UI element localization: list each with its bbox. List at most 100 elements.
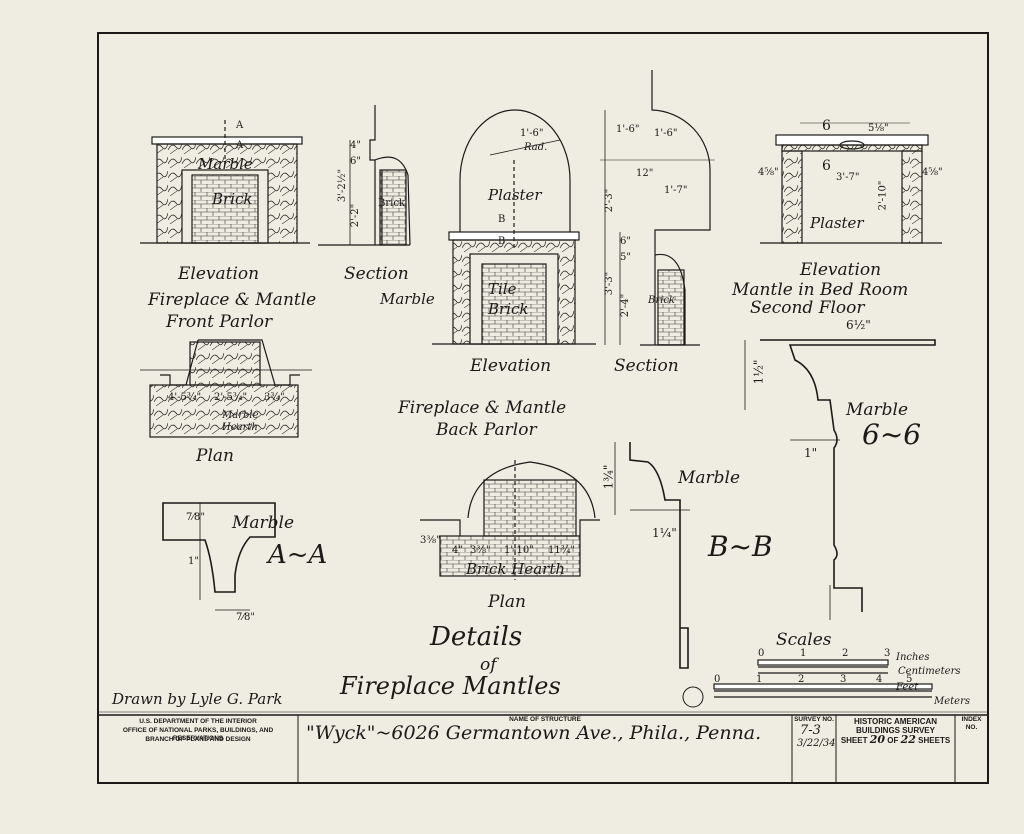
br-cut-c1: 6 — [822, 118, 831, 134]
agency-line-3: BRANCH OF PLANS AND DESIGN — [145, 736, 251, 743]
bp-dim-17: 1'-7" — [664, 185, 688, 196]
habs-line-1: HISTORIC AMERICAN — [853, 717, 938, 726]
br-dim-right: 4⅝" — [922, 167, 943, 178]
fp-plan-dim-45: 4'-5¾" — [168, 392, 202, 403]
survey-caption: SURVEY NO. — [794, 716, 834, 723]
back-parlor-plan — [420, 460, 600, 580]
cc-dim-612: 6½" — [846, 318, 871, 332]
scales-title: Scales — [776, 630, 832, 650]
aa-section-label: A~A — [268, 540, 328, 570]
bp-section-caption: Section — [614, 356, 679, 376]
br-title-line1: Mantle in Bed Room — [732, 280, 909, 300]
feet-tick-1: 1 — [756, 674, 763, 685]
aa-marble-label: Marble — [232, 513, 295, 533]
fp-dim-312: 3'-2½" — [337, 168, 349, 203]
aa-dim-1: 1" — [188, 556, 199, 567]
bp-plan-dim-2: 4" — [452, 545, 463, 556]
fp-dim-22: 2'-2" — [350, 203, 362, 228]
bp-plan-caption: Plan — [488, 592, 526, 612]
title-block — [98, 711, 988, 783]
fp-title-line1: Fireplace & Mantle — [148, 290, 317, 310]
bp-cut-b1: B — [498, 214, 506, 225]
bp-marble-label: Marble — [380, 290, 435, 308]
feet-tick-2: 2 — [798, 674, 805, 685]
back-parlor-elevation — [432, 109, 596, 345]
bp-brick-label: Brick — [488, 300, 529, 318]
fp-plan-caption: Plan — [196, 446, 234, 466]
habs-line-2: BUILDINGS SURVEY — [856, 726, 935, 735]
fp-marble-hearth-1: Marble — [222, 410, 259, 421]
cc-marble-label: Marble — [846, 400, 909, 420]
br-elevation-caption: Elevation — [800, 260, 882, 280]
bp-dim-12: 12" — [636, 168, 654, 179]
bp-dim-16b: 1'-6" — [654, 128, 678, 139]
inch-tick-3: 3 — [884, 648, 891, 659]
detail-bb-profile — [614, 442, 690, 669]
fp-dim-4: 4" — [350, 140, 361, 151]
br-plaster-label: Plaster — [810, 214, 864, 232]
sheet-total: 22 — [900, 733, 916, 746]
fp-marble-hearth-2: Hearth — [222, 422, 258, 433]
cc-section-label: 6~6 — [862, 418, 922, 451]
bp-dim-6: 6" — [620, 236, 631, 247]
bp-elevation-caption: Elevation — [470, 356, 552, 376]
bp-dim-16: 1'-6" — [616, 124, 640, 135]
br-cut-c2: 6 — [822, 158, 831, 174]
agency-line-1: U.S. DEPARTMENT OF THE INTERIOR — [139, 718, 257, 725]
scale-meters: Meters — [934, 696, 971, 707]
detail-aa-profile — [162, 502, 276, 611]
feet-tick-4: 4 — [876, 674, 883, 685]
survey-date: 3/22/34 — [797, 738, 836, 749]
aa-dim-top: 7⁄8" — [186, 512, 205, 523]
front-parlor-plan — [140, 339, 312, 438]
agency-line-2: OFFICE OF NATIONAL PARKS, BUILDINGS, AND… — [122, 727, 274, 742]
detail-cc-profile — [744, 339, 936, 620]
bp-plaster-label: Plaster — [488, 186, 542, 204]
scale-inches: Inches — [896, 652, 930, 663]
front-parlor-elevation — [140, 120, 310, 244]
bed-room-elevation — [760, 122, 942, 244]
sheet-suffix: SHEETS — [918, 736, 951, 745]
bp-plan-dim-3: 3⅜" — [470, 545, 491, 556]
scale-feet: Feet — [896, 682, 919, 693]
aa-dim-bottom: 7⁄8" — [236, 612, 255, 623]
bp-dim-24: 2'-4" — [620, 293, 632, 318]
bb-dim-134: 1¾" — [601, 464, 616, 490]
inch-tick-1: 1 — [800, 648, 807, 659]
bp-rad-label: Rad. — [524, 142, 548, 153]
feet-tick-3: 3 — [840, 674, 847, 685]
index-caption: INDEX NO. — [961, 716, 982, 731]
br-dim-top: 5⅛" — [868, 123, 889, 134]
main-title: Details — [430, 622, 523, 652]
bp-brick-section-label: Brick — [648, 295, 675, 306]
back-parlor-section — [600, 70, 715, 346]
cc-dim-1: 1" — [804, 446, 818, 460]
fp-brick-label: Brick — [212, 190, 253, 208]
sheet-of: OF — [887, 736, 899, 745]
bp-brick-hearth-label: Brick Hearth — [466, 560, 566, 578]
bb-marble-label: Marble — [678, 468, 741, 488]
survey-no: 7-3 — [800, 723, 821, 738]
bp-plan-dim-5: 11¾" — [548, 545, 576, 556]
feet-tick-0: 0 — [714, 674, 721, 685]
fp-title-line2: Front Parlor — [166, 312, 273, 332]
bp-cut-b2: B — [498, 236, 506, 247]
bp-dim-33: 3'-3" — [604, 271, 616, 296]
fp-marble-label: Marble — [198, 155, 253, 173]
br-dim-37: 3'-7" — [836, 172, 860, 183]
sheet-no: 20 — [869, 733, 886, 746]
sheet-border — [97, 32, 989, 784]
habs-seal — [682, 686, 704, 708]
bp-tile-label: Tile — [488, 280, 517, 298]
br-dim-210: 2'-10" — [877, 180, 889, 211]
front-parlor-section — [318, 105, 411, 246]
inch-tick-0: 0 — [758, 648, 765, 659]
main-title-sub: Fireplace Mantles — [340, 672, 561, 700]
name-caption: NAME OF STRUCTURE — [509, 716, 581, 723]
fp-section-caption: Section — [344, 264, 409, 284]
fp-cut-a1: A — [236, 120, 244, 131]
br-title-line2: Second Floor — [750, 298, 865, 318]
main-title-of: of — [480, 655, 497, 675]
fp-dim-6: 6" — [350, 156, 361, 167]
bp-dim-23: 2'-3" — [604, 188, 616, 213]
